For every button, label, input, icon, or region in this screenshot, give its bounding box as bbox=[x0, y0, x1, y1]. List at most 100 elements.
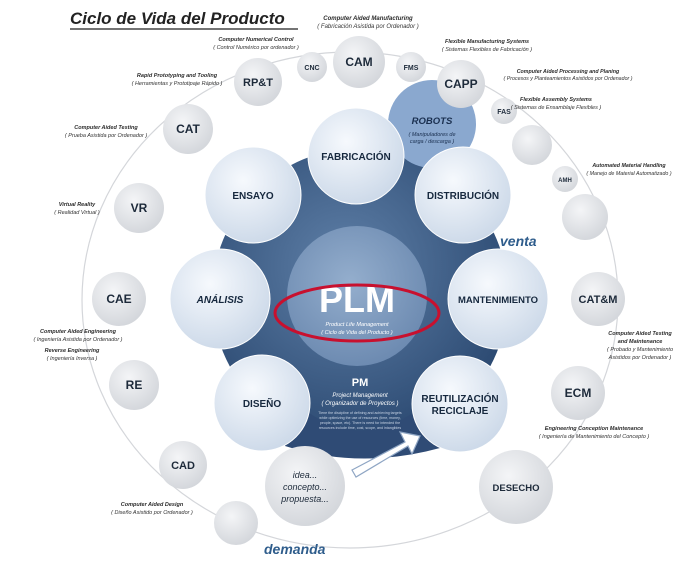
ring-circle-cae bbox=[92, 272, 146, 326]
demanda-label: demanda bbox=[264, 541, 326, 557]
caption-amh-1: Automated Material Handling bbox=[591, 163, 666, 169]
caption-catm-3: ( Probado y Mantenimiento bbox=[607, 347, 673, 353]
caption-amh-2: ( Manejo de Material Automatizado ) bbox=[586, 171, 671, 177]
catm-label: CAT&M bbox=[579, 294, 618, 306]
fas-label: FAS bbox=[497, 109, 511, 116]
caption-ecm-2: ( Ingeniería de Mantenimiento del Concep… bbox=[539, 434, 650, 440]
idea-line-2: concepto... bbox=[283, 482, 327, 492]
caption-cnc-2: ( Control Numérico por ordenador ) bbox=[213, 45, 299, 51]
mantenimiento-label: MANTENIMIENTO bbox=[458, 295, 538, 306]
caption-re-1: Reverse Engineering bbox=[45, 348, 100, 354]
capp-label: CAPP bbox=[444, 77, 477, 91]
ring-circle-catm bbox=[571, 272, 625, 326]
caption-cnc-1: Computer Numerical Control bbox=[218, 37, 294, 43]
caption-vr-1: Virtual Reality bbox=[59, 202, 96, 208]
idea-line-3: propuesta... bbox=[280, 494, 329, 504]
ring-circle-cam bbox=[333, 36, 385, 88]
pm-label: PM bbox=[352, 377, 369, 389]
caption-catm-4: Asistidos por Ordenador ) bbox=[608, 355, 672, 361]
caption-cae-2: ( Ingeniería Asistida por Ordenador ) bbox=[33, 337, 122, 343]
cae-label: CAE bbox=[106, 292, 131, 306]
robots-label: ROBOTS bbox=[412, 116, 453, 127]
pm-body-2: while optimizing the use of resources (t… bbox=[319, 416, 400, 420]
caption-fms-1: Flexible Manufacturing Systems bbox=[445, 39, 529, 45]
caption-cad-2: ( Diseño Asistido por Ordenador ) bbox=[111, 510, 193, 516]
robots-desc-1: ( Manipuladores de bbox=[408, 132, 455, 138]
desecho-label: DESECHO bbox=[493, 483, 540, 494]
ring-circle-rpt bbox=[234, 58, 282, 106]
ring-circle-blank-1 bbox=[512, 125, 552, 165]
reutilizacion-label-2: RECICLAJE bbox=[432, 406, 489, 417]
caption-cae-1: Computer Aided Engineering bbox=[40, 329, 117, 335]
pm-body-3: people, space, etc). There is need for i… bbox=[320, 421, 400, 425]
plm-subtitle-2: ( Ciclo de Vida del Producto ) bbox=[321, 330, 393, 336]
cat-label: CAT bbox=[176, 122, 200, 136]
caption-cat-1: Computer Aided Testing bbox=[74, 125, 138, 131]
ring-circle-fms bbox=[396, 52, 426, 82]
caption-ecm-1: Engineering Conception Maintenance bbox=[545, 426, 643, 432]
caption-catm-2: and Maintenance bbox=[618, 339, 663, 345]
inner-circle-ensayo bbox=[204, 146, 302, 244]
inner-circle-diseno bbox=[213, 354, 311, 452]
pm-panel bbox=[282, 390, 440, 459]
ring-circle-capp bbox=[437, 60, 485, 108]
caption-re-2: ( Ingeniería Inversa ) bbox=[47, 356, 98, 362]
arrow-idea-to-center bbox=[351, 431, 421, 478]
caption-fas-1: Flexible Assembly Systems bbox=[520, 97, 592, 103]
ring-circle-amh bbox=[552, 166, 578, 192]
caption-rpt-1: Rapid Prototyping and Tooling bbox=[137, 73, 218, 79]
distribucion-label: DISTRIBUCIÓN bbox=[427, 189, 499, 202]
inner-circle-mantenimiento bbox=[447, 248, 549, 350]
caption-capp-2: ( Procesos y Planteamientos Asistidos po… bbox=[503, 76, 632, 82]
robots-desc-2: carga / descarga ) bbox=[410, 139, 454, 145]
plm-hub bbox=[287, 226, 427, 366]
vr-label: VR bbox=[131, 201, 148, 215]
fabricacion-label: FABRICACIÓN bbox=[321, 150, 390, 163]
idea-circle bbox=[265, 446, 345, 526]
inner-circle-distribucion bbox=[414, 146, 512, 244]
ring-circle-desecho bbox=[479, 450, 553, 524]
inner-circle-fabricacion bbox=[307, 107, 405, 205]
ring-circle-vr bbox=[114, 183, 164, 233]
ensayo-label: ENSAYO bbox=[232, 191, 274, 202]
caption-cad-1: Computer Aided Design bbox=[121, 502, 184, 508]
diseno-label: DISEÑO bbox=[243, 397, 282, 410]
re-label: RE bbox=[126, 378, 143, 392]
ring-circle-fas bbox=[491, 98, 517, 124]
ring-circle-cad bbox=[159, 441, 207, 489]
caption-rpt-2: ( Herramientas y Prototipaje Rápido ) bbox=[132, 81, 223, 87]
pm-body-4: resources include time, cost, scope, and… bbox=[319, 426, 402, 430]
pm-line-2: ( Organizador de Proyectos ) bbox=[321, 401, 398, 407]
caption-capp-1: Computer Aided Processing and Planing bbox=[517, 69, 620, 75]
ring-circle-ecm bbox=[551, 366, 605, 420]
ring-circle-blank-3 bbox=[214, 501, 258, 545]
amh-label: AMH bbox=[558, 178, 572, 184]
analisis-label: ANÁLISIS bbox=[196, 293, 244, 306]
ring-circle-cnc bbox=[297, 52, 327, 82]
cam-label: CAM bbox=[345, 55, 372, 69]
plm-highlight-ellipse bbox=[273, 283, 441, 343]
ring-circle-re bbox=[109, 360, 159, 410]
caption-fas-2: ( Sistemas de Ensamblaje Flexibles ) bbox=[511, 105, 602, 111]
ring-circle-blank-2 bbox=[562, 194, 608, 240]
caption-cam-1: Computer Aided Manufacturing bbox=[323, 16, 413, 22]
ring-circle-cat bbox=[163, 104, 213, 154]
pm-line-1: Project Management bbox=[332, 393, 388, 399]
cnc-label: CNC bbox=[304, 65, 319, 72]
caption-catm-1: Computer Aided Testing bbox=[608, 331, 672, 337]
inner-circle-analisis bbox=[169, 248, 271, 350]
inner-circle-reutilizacion bbox=[411, 355, 509, 453]
ecm-label: ECM bbox=[565, 386, 592, 400]
rpt-label: RP&T bbox=[243, 77, 273, 89]
caption-vr-2: ( Realidad Virtual ) bbox=[54, 210, 100, 216]
caption-fms-2: ( Sistemas Flexibles de Fabricación ) bbox=[442, 47, 532, 53]
plm-subtitle-1: Product Life Management bbox=[326, 322, 389, 328]
pm-body-1: Tiene the discipline of defining and ach… bbox=[318, 411, 402, 415]
caption-cat-2: ( Prueba Asistida por Ordenador ) bbox=[65, 133, 148, 139]
reutilizacion-label-1: REUTILIZACIÓN bbox=[421, 392, 498, 405]
venta-label: venta bbox=[500, 233, 537, 249]
idea-line-1: idea... bbox=[293, 470, 318, 480]
cad-label: CAD bbox=[171, 460, 195, 472]
